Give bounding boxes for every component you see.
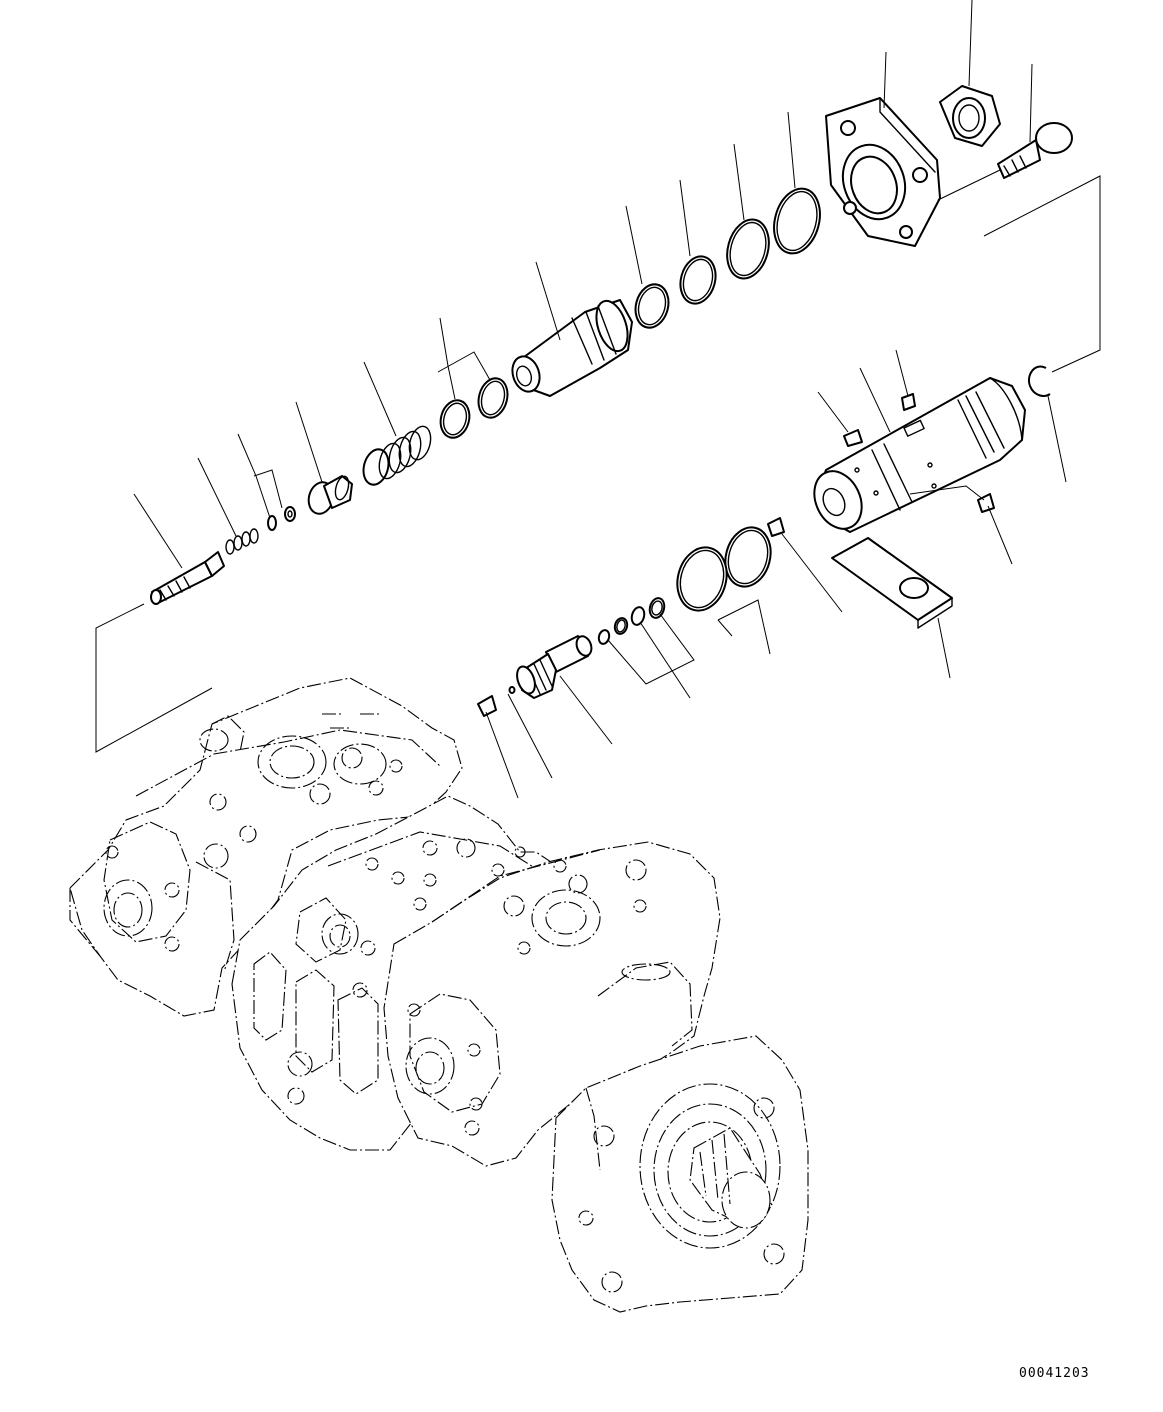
small-plug-screw[interactable] bbox=[477, 686, 516, 717]
snap-ring[interactable] bbox=[1028, 365, 1051, 397]
o-ring-large-1[interactable] bbox=[767, 183, 827, 258]
o-ring-lower-2[interactable] bbox=[671, 542, 734, 616]
o-ring-set-lower[interactable] bbox=[597, 597, 666, 646]
cap-bolt[interactable] bbox=[997, 122, 1073, 179]
o-ring-small-upper[interactable] bbox=[631, 281, 673, 332]
plug-left[interactable] bbox=[843, 429, 863, 447]
spring-retainer[interactable] bbox=[305, 475, 353, 517]
valve-sleeve[interactable] bbox=[805, 377, 1026, 536]
hex-nut[interactable] bbox=[939, 85, 1001, 147]
cover-plate[interactable] bbox=[831, 537, 953, 629]
o-ring-pair[interactable] bbox=[437, 375, 512, 441]
leader-lines bbox=[95, 0, 1101, 799]
plug-top[interactable] bbox=[901, 393, 916, 411]
piston[interactable] bbox=[514, 634, 594, 699]
coil-spring[interactable] bbox=[360, 424, 434, 488]
o-ring-lower-1[interactable] bbox=[719, 522, 777, 591]
flange-block[interactable] bbox=[825, 97, 941, 247]
o-ring-medium[interactable] bbox=[675, 252, 720, 307]
hydraulic-pump-body bbox=[69, 677, 809, 1313]
plug-front[interactable] bbox=[767, 517, 785, 537]
drawing-reference-code: 00041203 bbox=[1019, 1366, 1090, 1381]
o-ring-large-2[interactable] bbox=[721, 215, 775, 283]
small-spring[interactable] bbox=[225, 528, 259, 555]
main-spool[interactable] bbox=[508, 297, 633, 397]
adjusting-screw[interactable] bbox=[150, 551, 225, 605]
shim-set[interactable] bbox=[267, 506, 296, 531]
